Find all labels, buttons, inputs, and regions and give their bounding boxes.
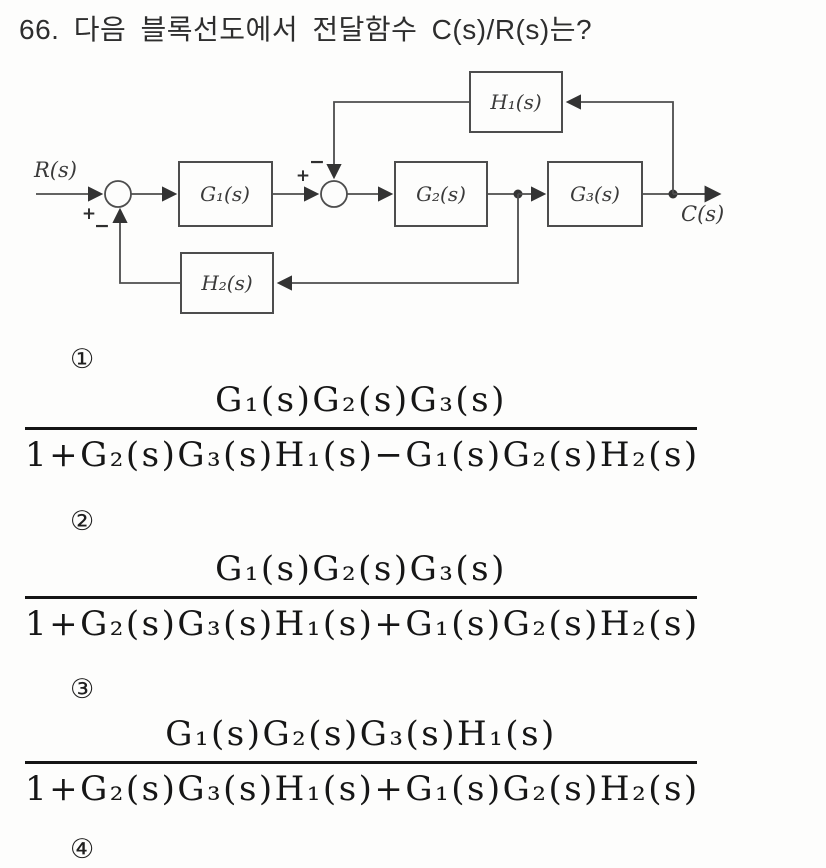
answer-3-numerator: G₁(s)G₂(s)G₃(s)H₁(s) bbox=[25, 714, 697, 764]
answer-1-marker: ① bbox=[70, 344, 95, 375]
sum2-minus-sign: − bbox=[309, 151, 325, 173]
block-g1 bbox=[178, 161, 273, 227]
question-text: 다음 블록선도에서 전달함수 C(s)/R(s)는? bbox=[73, 14, 593, 45]
answer-1-fraction: G₁(s)G₂(s)G₃(s) 1+G₂(s)G₃(s)H₁(s)−G₁(s)G… bbox=[25, 380, 697, 476]
block-g3-label: G₃(s) bbox=[570, 182, 620, 206]
summing-junction-1 bbox=[104, 180, 132, 208]
answer-1-numerator: G₁(s)G₂(s)G₃(s) bbox=[25, 380, 697, 430]
sum2-plus-sign: + bbox=[296, 166, 310, 186]
block-diagram: R(s) + − G₁(s) + − G₂(s) G₃(s) C(s) H₁(s… bbox=[33, 71, 724, 314]
answer-2-numerator: G₁(s)G₂(s)G₃(s) bbox=[25, 549, 697, 599]
answer-3-denominator: 1+G₂(s)G₃(s)H₁(s)+G₁(s)G₂(s)H₂(s) bbox=[25, 768, 700, 809]
answer-2-marker: ② bbox=[70, 506, 95, 537]
output-label: C(s) bbox=[681, 202, 724, 226]
answer-4-marker: ④ bbox=[70, 834, 95, 865]
feedback-line-to-h2 bbox=[276, 194, 519, 291]
sum1-minus-sign: − bbox=[94, 215, 110, 237]
summing-junction-2 bbox=[320, 180, 348, 208]
answer-2-fraction: G₁(s)G₂(s)G₃(s) 1+G₂(s)G₃(s)H₁(s)+G₁(s)G… bbox=[25, 549, 697, 645]
sum1-plus-sign: + bbox=[82, 204, 96, 224]
answer-1-denominator: 1+G₂(s)G₃(s)H₁(s)−G₁(s)G₂(s)H₂(s) bbox=[25, 434, 700, 475]
answer-3-fraction: G₁(s)G₂(s)G₃(s)H₁(s) 1+G₂(s)G₃(s)H₁(s)+G… bbox=[25, 714, 697, 810]
block-h1-label: H₁(s) bbox=[489, 90, 541, 114]
question-number: 66. bbox=[19, 14, 60, 45]
answer-3-marker: ③ bbox=[70, 674, 95, 705]
answer-2-denominator: 1+G₂(s)G₃(s)H₁(s)+G₁(s)G₂(s)H₂(s) bbox=[25, 603, 700, 644]
feedback-line-h1-to-sum2 bbox=[326, 101, 470, 180]
question-title: 66. 다음 블록선도에서 전달함수 C(s)/R(s)는? bbox=[19, 8, 592, 48]
feedback-line-to-h1 bbox=[565, 94, 674, 194]
block-h2-label: H₂(s) bbox=[200, 271, 252, 295]
feedback-line-h2-to-sum1 bbox=[112, 207, 181, 284]
block-g2-label: G₂(s) bbox=[416, 182, 466, 206]
input-label: R(s) bbox=[33, 158, 77, 182]
block-g1-label: G₁(s) bbox=[200, 182, 250, 206]
